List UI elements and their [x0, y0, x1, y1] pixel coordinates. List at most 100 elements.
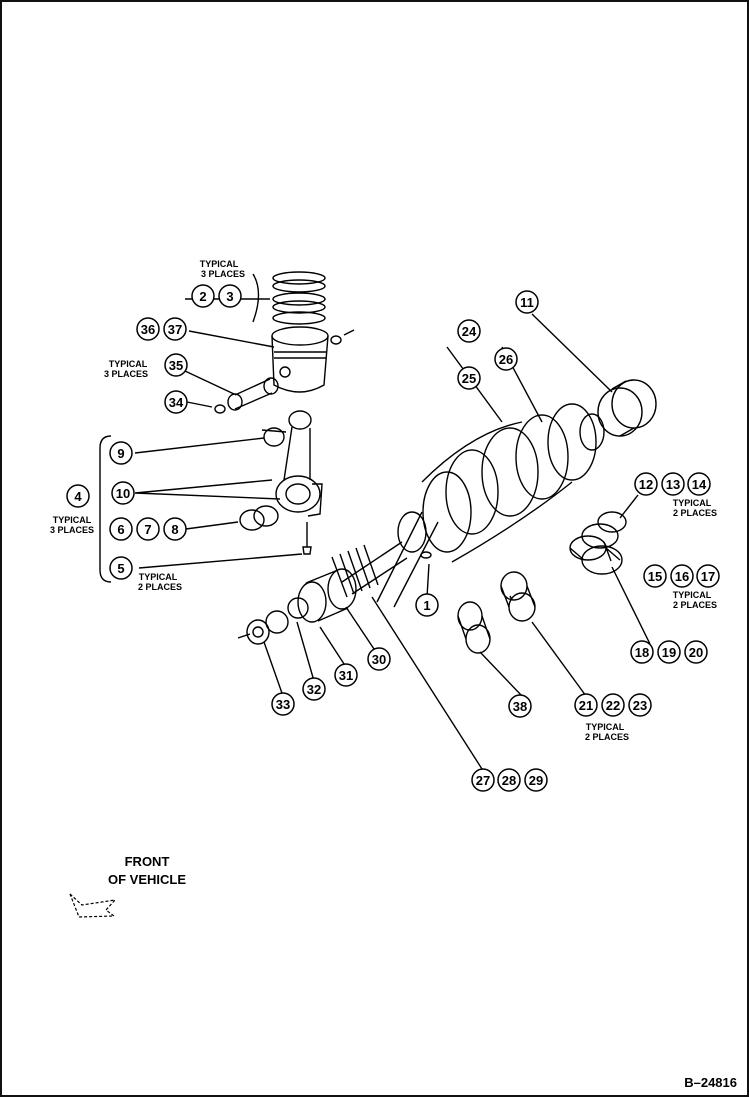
- piston-drawing: [271, 326, 329, 393]
- callout-9: 9: [109, 441, 133, 465]
- svg-text:2: 2: [199, 289, 206, 304]
- callout-26: 26: [494, 347, 518, 371]
- svg-text:28: 28: [502, 773, 516, 788]
- arrow-icon: [69, 893, 117, 918]
- note-bolt-line2: 2 PLACES: [138, 582, 182, 592]
- svg-text:17: 17: [701, 569, 715, 584]
- callout-21: 21: [574, 693, 598, 717]
- front-label: FRONT: [125, 854, 170, 869]
- callout-7: 7: [136, 517, 160, 541]
- callout-25: 25: [457, 366, 481, 390]
- piston-rings-drawing: [252, 271, 326, 325]
- svg-text:12: 12: [639, 477, 653, 492]
- svg-text:15: 15: [648, 569, 662, 584]
- callout-1: 1: [415, 593, 439, 617]
- svg-text:38: 38: [513, 699, 527, 714]
- callout-3: 3: [218, 284, 242, 308]
- front-of-vehicle-indicator: FRONT OF VEHICLE: [69, 854, 186, 918]
- note-21-23-line1: TYPICAL: [586, 722, 625, 732]
- svg-text:23: 23: [633, 698, 647, 713]
- callout-17: 17: [696, 564, 720, 588]
- note-pin-line2: 3 PLACES: [104, 369, 148, 379]
- callout-22: 22: [601, 693, 625, 717]
- note-rod-line2: 3 PLACES: [50, 525, 94, 535]
- note-pin-line1: TYPICAL: [109, 359, 148, 369]
- callout-bubbles: 1 2 3 4 5 6 7 8 9 10 11 12 13 14 15 16 1…: [66, 284, 720, 792]
- callout-20: 20: [684, 640, 708, 664]
- svg-text:32: 32: [307, 682, 321, 697]
- svg-text:25: 25: [462, 371, 476, 386]
- callout-14: 14: [687, 472, 711, 496]
- connecting-rod-drawing: [261, 410, 323, 517]
- callout-29: 29: [524, 768, 548, 792]
- svg-text:10: 10: [116, 486, 130, 501]
- note-15-17-line1: TYPICAL: [673, 590, 712, 600]
- note-12-14-line2: 2 PLACES: [673, 508, 717, 518]
- svg-text:27: 27: [476, 773, 490, 788]
- callout-33: 33: [271, 692, 295, 716]
- callout-34: 34: [164, 390, 188, 414]
- callout-4: 4: [66, 484, 90, 508]
- svg-text:24: 24: [462, 324, 477, 339]
- callout-24: 24: [457, 319, 481, 343]
- svg-text:36: 36: [141, 322, 155, 337]
- callout-35: 35: [164, 353, 188, 377]
- svg-text:26: 26: [499, 352, 513, 367]
- svg-text:31: 31: [339, 668, 353, 683]
- callout-16: 16: [670, 564, 694, 588]
- callout-28: 28: [497, 768, 521, 792]
- callout-6: 6: [109, 517, 133, 541]
- callout-15: 15: [643, 564, 667, 588]
- callout-13: 13: [661, 472, 685, 496]
- svg-text:33: 33: [276, 697, 290, 712]
- svg-text:18: 18: [635, 645, 649, 660]
- svg-text:7: 7: [144, 522, 151, 537]
- svg-text:4: 4: [74, 489, 82, 504]
- callout-37: 37: [163, 317, 187, 341]
- callout-32: 32: [302, 677, 326, 701]
- svg-text:5: 5: [117, 561, 124, 576]
- svg-text:19: 19: [662, 645, 676, 660]
- note-15-17-line2: 2 PLACES: [673, 600, 717, 610]
- callout-2: 2: [191, 284, 215, 308]
- svg-text:3: 3: [226, 289, 233, 304]
- svg-text:30: 30: [372, 652, 386, 667]
- callout-19: 19: [657, 640, 681, 664]
- svg-text:9: 9: [117, 446, 124, 461]
- callout-12: 12: [634, 472, 658, 496]
- note-rings-line1: TYPICAL: [200, 259, 239, 269]
- svg-text:22: 22: [606, 698, 620, 713]
- figure-number: B–24816: [684, 1075, 737, 1090]
- svg-text:20: 20: [689, 645, 703, 660]
- of-vehicle-label: OF VEHICLE: [108, 872, 186, 887]
- svg-text:16: 16: [675, 569, 689, 584]
- svg-text:29: 29: [529, 773, 543, 788]
- svg-text:37: 37: [168, 322, 182, 337]
- callout-30: 30: [367, 647, 391, 671]
- callout-38: 38: [508, 694, 532, 718]
- svg-text:34: 34: [169, 395, 184, 410]
- callout-18: 18: [630, 640, 654, 664]
- svg-text:6: 6: [117, 522, 124, 537]
- callout-27: 27: [471, 768, 495, 792]
- callout-5: 5: [109, 556, 133, 580]
- callout-8: 8: [163, 517, 187, 541]
- callout-10: 10: [111, 481, 135, 505]
- callout-23: 23: [628, 693, 652, 717]
- callout-11: 11: [515, 290, 539, 314]
- svg-text:1: 1: [423, 598, 430, 613]
- callout-36: 36: [136, 317, 160, 341]
- svg-text:11: 11: [520, 295, 534, 310]
- svg-text:8: 8: [171, 522, 178, 537]
- note-bolt-line1: TYPICAL: [139, 572, 178, 582]
- svg-text:14: 14: [692, 477, 707, 492]
- crankshaft-drawing: [331, 403, 605, 608]
- svg-text:13: 13: [666, 477, 680, 492]
- note-21-23-line2: 2 PLACES: [585, 732, 629, 742]
- svg-text:35: 35: [169, 358, 183, 373]
- svg-text:21: 21: [579, 698, 593, 713]
- piston-pin-drawing: [227, 377, 279, 411]
- callout-31: 31: [334, 663, 358, 687]
